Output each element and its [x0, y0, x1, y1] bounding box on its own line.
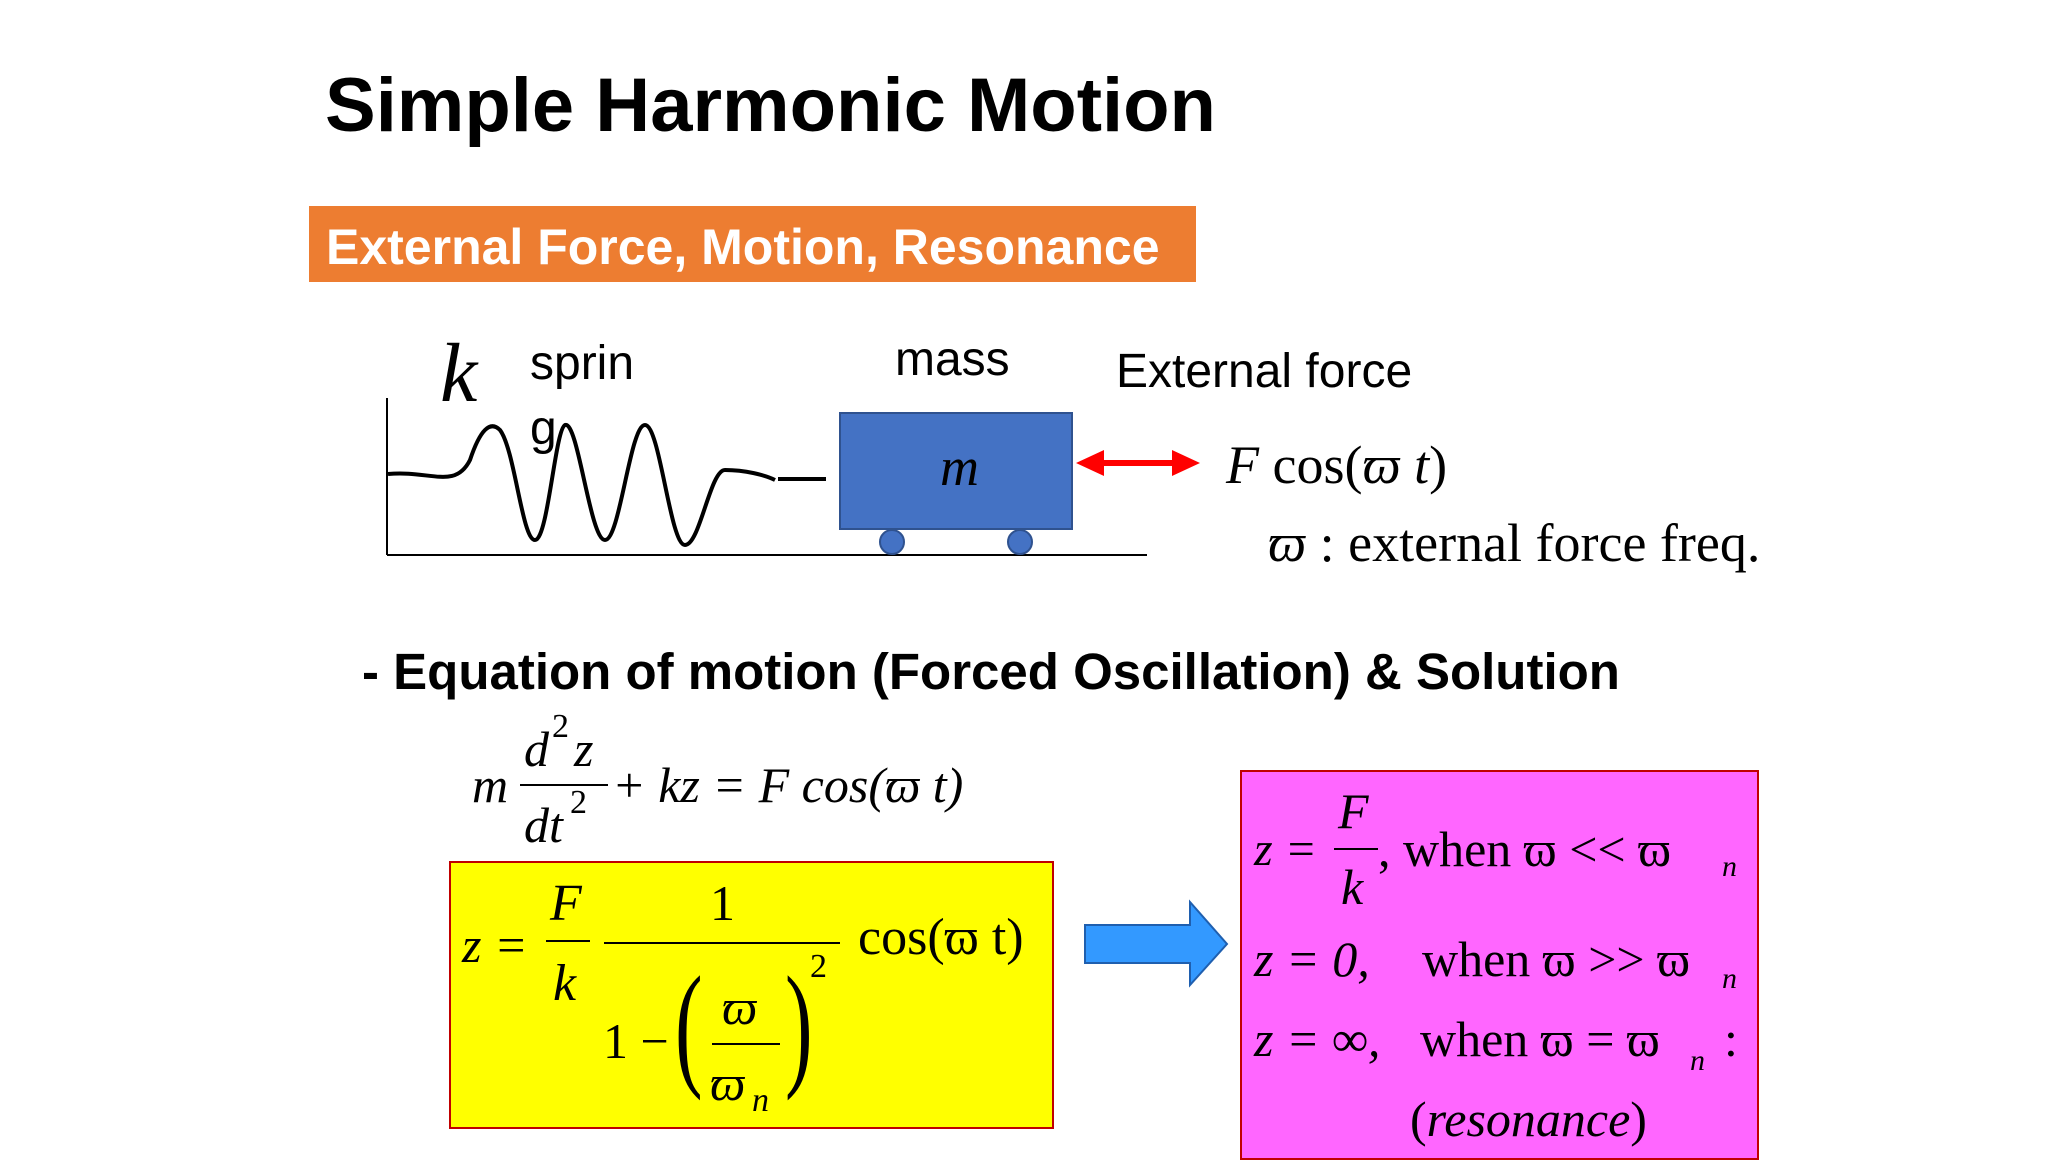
force-cos: cos( [1272, 435, 1363, 495]
sol-left-paren: ( [675, 948, 703, 1101]
eq-d: d [524, 721, 549, 777]
force-varpi: ϖ [1362, 435, 1401, 495]
force-F: F [1226, 435, 1259, 495]
sol-cos-term: cos(ϖ t) [858, 909, 1024, 966]
force-arrow-right-head [1172, 450, 1200, 476]
case3-colon: : [1724, 1011, 1738, 1067]
force-t: t [1414, 435, 1430, 495]
sol-F: F [550, 875, 582, 932]
eq-fraction-bar [520, 784, 608, 786]
subtitle-banner [309, 206, 1196, 282]
mass-wheel-left [879, 529, 905, 555]
external-force-label: External force [1116, 345, 1413, 398]
resonance-note: (resonance) [1410, 1094, 1647, 1144]
equation-heading: - Equation of motion (Forced Oscillation… [362, 643, 1620, 700]
solution-box [449, 861, 1054, 1129]
sol-one-minus: 1 − [603, 1013, 669, 1069]
case1-n-sub: n [1722, 850, 1737, 883]
case3-lhs: z = ∞, [1254, 1011, 1381, 1067]
sol-inner-bar [712, 1043, 780, 1045]
force-expression: F cos(ϖ t) [1226, 438, 1447, 492]
subtitle-text: External Force, Motion, Resonance [326, 219, 1160, 275]
resonance-close-paren: ) [1630, 1091, 1647, 1147]
eq-rhs: + kz = F cos(ϖ t) [612, 757, 964, 813]
case3-condition: when ϖ = ϖ [1420, 1011, 1660, 1067]
case1-condition: , when ϖ << ϖ [1378, 821, 1672, 877]
case3-n-sub: n [1690, 1044, 1705, 1077]
case2-n-sub: n [1722, 962, 1737, 995]
eq-dt: dt [524, 797, 563, 853]
case1-bar [1334, 848, 1378, 850]
sol-one: 1 [710, 875, 735, 931]
omega-symbol: ϖ [1268, 513, 1307, 573]
case1-k: k [1341, 859, 1364, 915]
omega-definition: ϖ : external force freq. [1268, 516, 1760, 570]
sol-main-bar [604, 942, 840, 944]
sol-Fk-bar [546, 940, 590, 942]
spring-constant-symbol: k [440, 327, 478, 420]
eq-m: m [472, 757, 509, 813]
omega-description: : external force freq. [1319, 513, 1761, 573]
resonance-open-paren: ( [1410, 1091, 1427, 1147]
sol-n-sub: n [752, 1082, 769, 1119]
right-arrow-icon [1084, 899, 1229, 988]
mass-block [839, 412, 1073, 530]
spring-icon [387, 422, 776, 548]
sol-sup-2: 2 [810, 948, 827, 985]
case2-lhs: z = 0, [1254, 931, 1370, 987]
mass-wheel-right [1007, 529, 1033, 555]
resonance-word: resonance [1426, 1091, 1631, 1147]
sol-z-eq: z = [462, 917, 528, 973]
spring-label-line1: sprin [530, 337, 635, 390]
case1-F: F [1338, 783, 1369, 839]
sol-varpi-n: ϖ [710, 1055, 746, 1111]
sol-varpi: ϖ [722, 979, 758, 1035]
eq-z: z [574, 721, 594, 777]
case2-condition: when ϖ >> ϖ [1422, 931, 1691, 987]
force-close-paren: ) [1429, 435, 1448, 495]
sol-k: k [553, 955, 577, 1012]
force-arrow-left-head [1076, 450, 1104, 476]
mass-label: mass [895, 333, 1010, 386]
eq-dt-sup-2: 2 [570, 784, 587, 821]
slide-title: Simple Harmonic Motion [325, 63, 1216, 148]
mass-symbol: m [940, 437, 979, 497]
case1-lhs: z = [1254, 823, 1318, 876]
spring-label-line2: g [530, 402, 557, 455]
sol-right-paren: ) [785, 948, 813, 1101]
eq-sup-2: 2 [552, 708, 569, 745]
